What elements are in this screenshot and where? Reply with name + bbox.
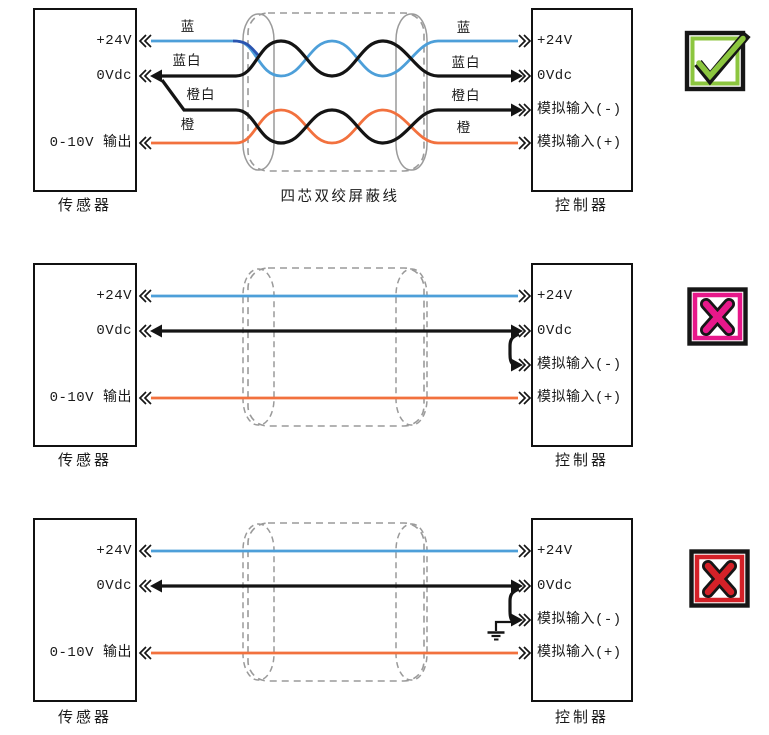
checkbox-cross-red-icon bbox=[689, 549, 750, 608]
sensor-terminal-24v: +24V bbox=[96, 33, 132, 49]
wire-label-orange-left: 橙 bbox=[180, 119, 196, 134]
controller-terminal-ain-pos: 模拟输入(+) bbox=[537, 135, 622, 151]
checkbox-checked-icon bbox=[684, 30, 751, 92]
arrowhead-right-0vdc bbox=[511, 69, 523, 83]
controller-title: 控制器 bbox=[554, 453, 609, 470]
controller-terminal-ain-neg: 模拟输入(-) bbox=[537, 612, 622, 628]
sensor-terminal-chevrons bbox=[138, 34, 152, 150]
controller-terminal-ain-neg: 模拟输入(-) bbox=[537, 357, 622, 373]
cable-shield-outline bbox=[247, 522, 425, 682]
arrowhead-right-0vdc bbox=[511, 579, 523, 593]
sensor-box bbox=[33, 518, 137, 702]
controller-terminal-chevrons bbox=[518, 289, 532, 405]
arrowhead-left-0vdc bbox=[150, 324, 162, 338]
sensor-title: 传感器 bbox=[57, 198, 112, 215]
cable-shield-outline bbox=[247, 267, 425, 427]
cable-end-left bbox=[242, 268, 275, 426]
sensor-box bbox=[33, 263, 137, 447]
diagram-incorrect-jumper: +24V 0Vdc 0-10V 输出 +24V 0Vdc 模拟输入(-) 模拟输… bbox=[0, 255, 769, 500]
arrowhead-right-0vdc bbox=[511, 324, 523, 338]
sensor-terminal-chevrons bbox=[138, 289, 152, 405]
controller-terminal-ain-neg: 模拟输入(-) bbox=[537, 102, 622, 118]
cable-end-left bbox=[242, 523, 275, 681]
diagram-incorrect-ground: +24V 0Vdc 0-10V 输出 +24V 0Vdc 模拟输入(-) 模拟输… bbox=[0, 510, 769, 735]
controller-box bbox=[531, 518, 633, 702]
cable-end-right bbox=[395, 523, 428, 681]
diagram-correct-wiring: +24V 0Vdc 0-10V 输出 +24V 0Vdc 模拟输入(-) 模拟输… bbox=[0, 0, 769, 245]
controller-terminal-0vdc: 0Vdc bbox=[537, 323, 573, 339]
controller-terminal-chevrons bbox=[518, 544, 532, 660]
sensor-terminal-0vdc: 0Vdc bbox=[96, 578, 132, 594]
controller-terminal-chevrons bbox=[518, 34, 532, 150]
ground-symbol bbox=[487, 620, 511, 641]
controller-terminal-ain-pos: 模拟输入(+) bbox=[537, 645, 622, 661]
sensor-terminal-24v: +24V bbox=[96, 288, 132, 304]
sensor-title: 传感器 bbox=[57, 710, 112, 727]
sensor-terminal-0vdc: 0Vdc bbox=[96, 323, 132, 339]
wiring-svg-correct bbox=[138, 12, 532, 172]
controller-title: 控制器 bbox=[554, 710, 609, 727]
cable-end-right bbox=[395, 13, 428, 171]
cable-end-left bbox=[242, 13, 275, 171]
controller-terminal-ain-pos: 模拟输入(+) bbox=[537, 390, 622, 406]
wiring-svg-incorrect-jumper bbox=[138, 267, 532, 427]
sensor-terminal-0vdc: 0Vdc bbox=[96, 68, 132, 84]
sensor-title: 传感器 bbox=[57, 453, 112, 470]
sensor-terminal-24v: +24V bbox=[96, 543, 132, 559]
wire-label-orangewhite-right: 橙白 bbox=[451, 90, 481, 105]
controller-terminal-0vdc: 0Vdc bbox=[537, 578, 573, 594]
controller-terminal-24v: +24V bbox=[537, 543, 573, 559]
wire-blue bbox=[151, 39, 518, 78]
cable-shield-outline bbox=[247, 12, 425, 172]
wire-label-bluewhite-right: 蓝白 bbox=[451, 57, 481, 72]
arrowhead-right-ain-neg bbox=[511, 103, 523, 117]
wire-orange-white bbox=[160, 79, 513, 145]
wire-blue-dark-segment bbox=[232, 39, 260, 56]
wire-blue-white bbox=[161, 39, 513, 78]
sensor-terminal-output: 0-10V 输出 bbox=[49, 390, 132, 406]
controller-terminal-24v: +24V bbox=[537, 33, 573, 49]
controller-terminal-24v: +24V bbox=[537, 288, 573, 304]
sensor-terminal-output: 0-10V 输出 bbox=[49, 135, 132, 151]
wire-label-orangewhite-left: 橙白 bbox=[186, 89, 216, 104]
wire-label-blue-left: 蓝 bbox=[180, 21, 196, 36]
controller-box bbox=[531, 263, 633, 447]
wire-label-orange-right: 橙 bbox=[456, 122, 472, 137]
arrowhead-left-0vdc bbox=[150, 69, 162, 83]
sensor-terminal-output: 0-10V 输出 bbox=[49, 645, 132, 661]
controller-title: 控制器 bbox=[554, 198, 609, 215]
arrowhead-right-ain-neg bbox=[511, 358, 523, 372]
sensor-box bbox=[33, 8, 137, 192]
checkbox-cross-magenta-icon bbox=[687, 287, 748, 346]
wire-orange bbox=[151, 108, 518, 145]
cable-end-right bbox=[395, 268, 428, 426]
controller-box bbox=[531, 8, 633, 192]
arrowhead-right-ain-neg bbox=[511, 613, 523, 627]
cable-type-label: 四芯双绞屏蔽线 bbox=[280, 190, 400, 206]
sensor-terminal-chevrons bbox=[138, 544, 152, 660]
wire-label-blue-right: 蓝 bbox=[456, 22, 472, 37]
controller-terminal-0vdc: 0Vdc bbox=[537, 68, 573, 84]
arrowhead-left-0vdc bbox=[150, 579, 162, 593]
wiring-svg-incorrect-ground bbox=[138, 522, 532, 682]
wire-label-bluewhite-left: 蓝白 bbox=[172, 55, 202, 70]
